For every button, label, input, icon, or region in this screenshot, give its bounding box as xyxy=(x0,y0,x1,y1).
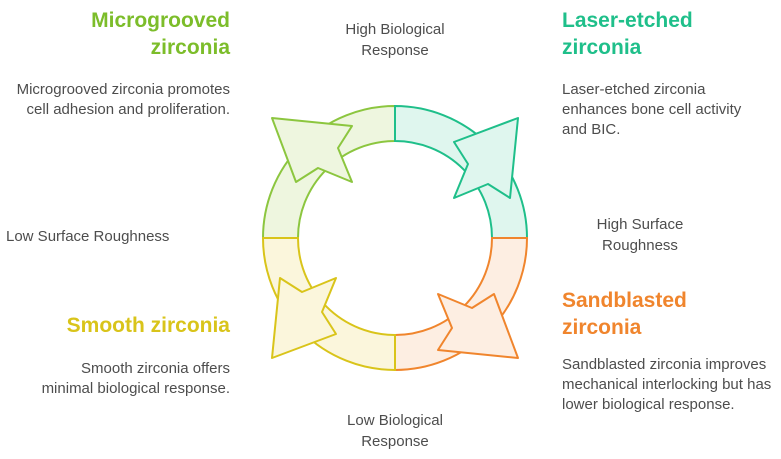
quadrant-top-right-description: Laser-etched zirconia enhances bone cell… xyxy=(562,81,742,138)
arrow-bottom-right xyxy=(437,293,519,359)
quadrant-top-left-title: Microgrooved zirconia xyxy=(91,9,230,59)
quadrant-top-right-title: Laser-etched zirconia xyxy=(562,9,693,59)
axis-top-label: High Biological Response xyxy=(345,21,445,59)
quadrant-bottom-right-title: Sandblasted zirconia xyxy=(562,289,687,339)
axis-left-label: Low Surface Roughness xyxy=(6,228,170,245)
arrow-top-left xyxy=(271,117,353,183)
quadrant-bottom-right-description: Sandblasted zirconia improves mechanical… xyxy=(562,356,772,413)
axis-right-label: High Surface Roughness xyxy=(596,216,684,254)
axis-bottom-label: Low Biological Response xyxy=(347,412,443,450)
arrow-top-right xyxy=(453,117,519,199)
arrow-bottom-left xyxy=(271,277,337,359)
quadrant-bottom-left-description: Smooth zirconia offers minimal biologica… xyxy=(41,360,230,397)
quadrant-top-left-description: Microgrooved zirconia promotes cell adhe… xyxy=(16,81,230,118)
quadrant-bottom-left-title: Smooth zirconia xyxy=(66,314,230,337)
